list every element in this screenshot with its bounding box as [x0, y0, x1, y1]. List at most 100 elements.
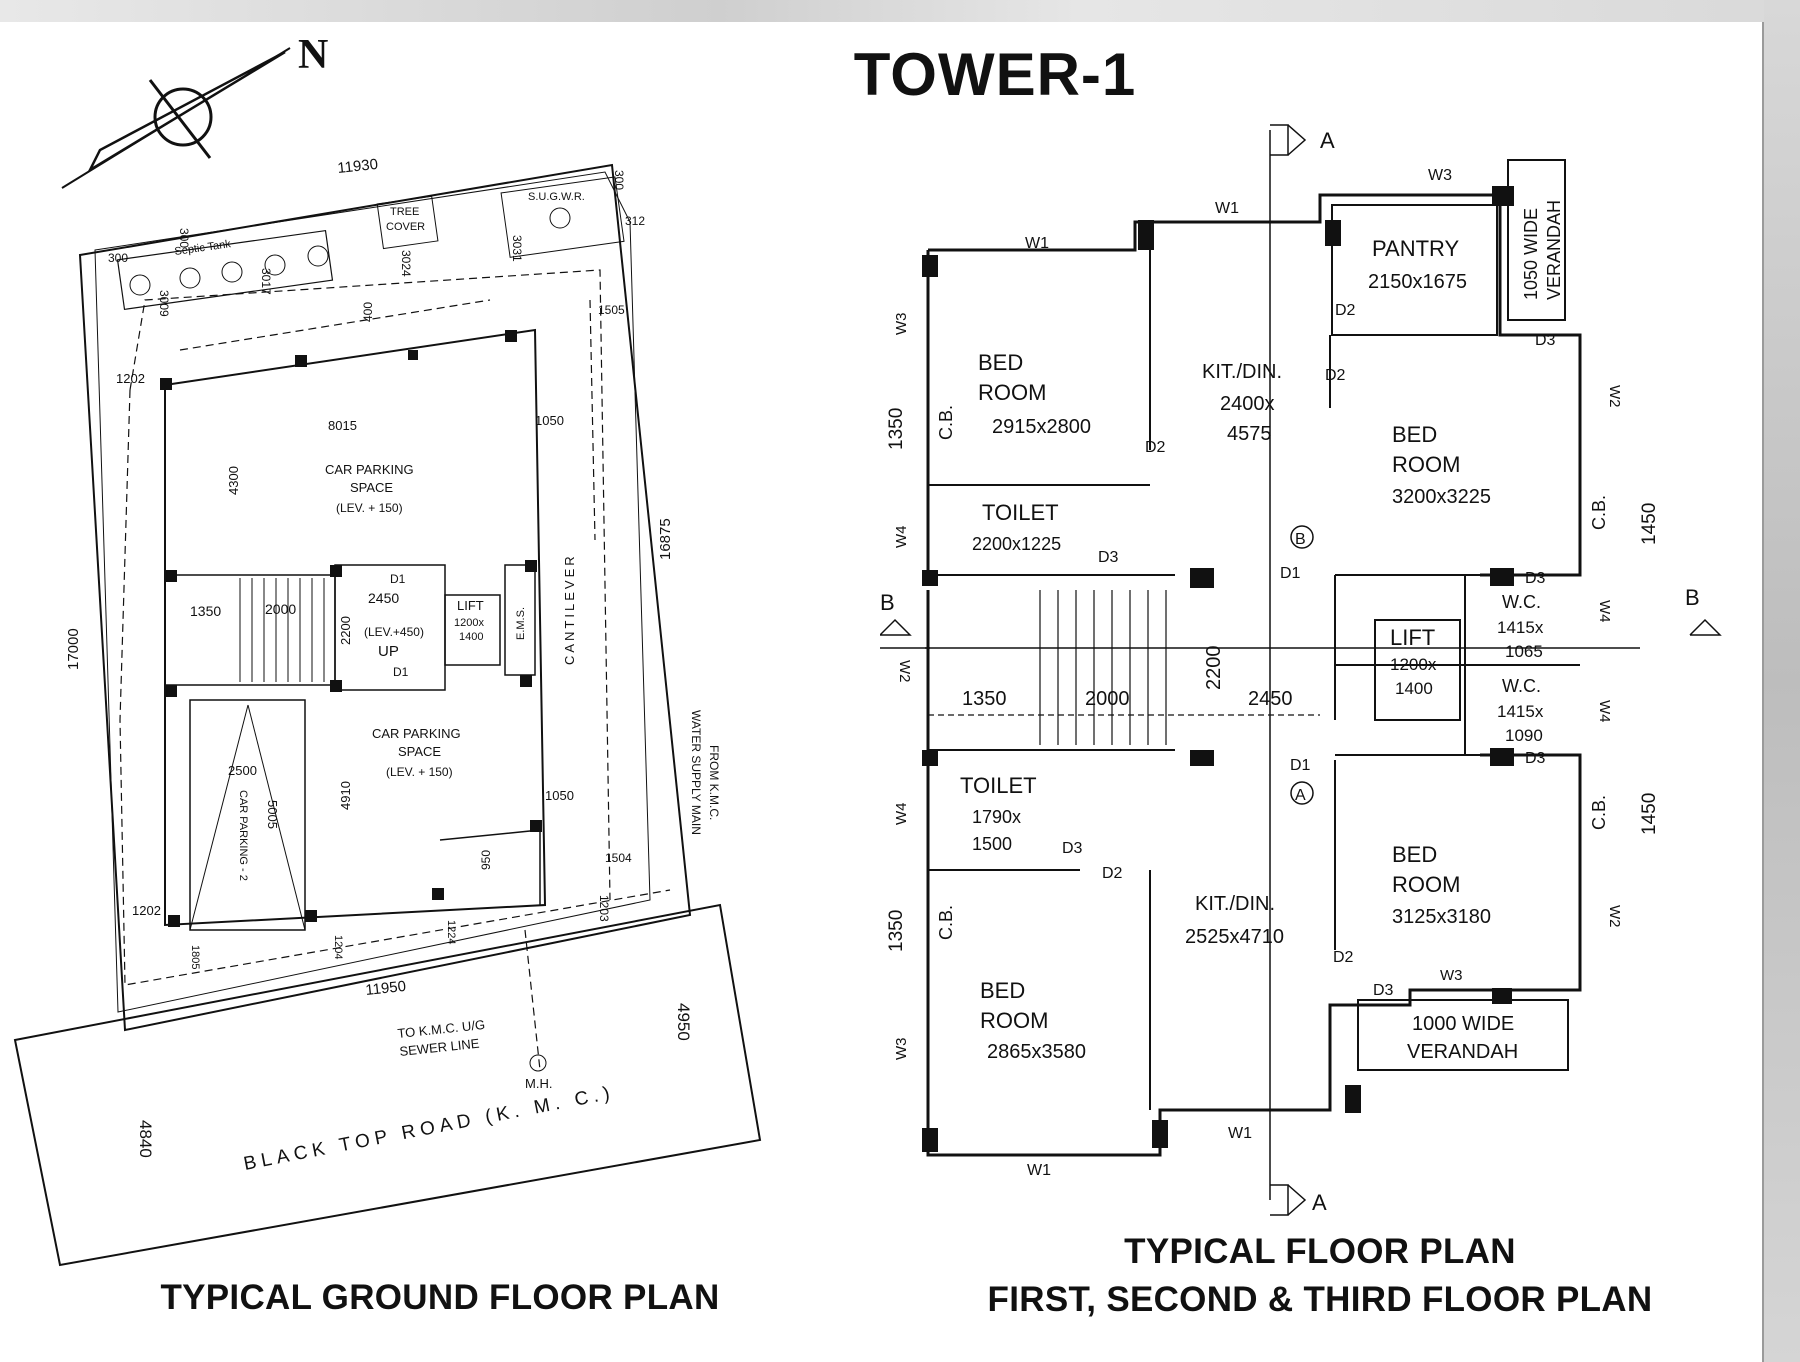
svg-text:1350: 1350 [886, 408, 907, 450]
svg-text:1415x: 1415x [1497, 702, 1544, 721]
svg-text:(LEV. + 150): (LEV. + 150) [386, 765, 453, 779]
caption-typical-floor: TYPICAL FLOOR PLAN [1124, 1232, 1516, 1271]
svg-text:2450: 2450 [368, 590, 399, 606]
svg-text:8015: 8015 [328, 418, 357, 433]
svg-text:W1: W1 [1025, 235, 1049, 252]
typical-floor-plan: A A B B B A BED ROOM 2915x2800 KIT./DIN.… [880, 124, 1722, 1216]
svg-text:C.B.: C.B. [1589, 495, 1609, 530]
svg-text:W4: W4 [1596, 600, 1613, 623]
caption-typical-floors-list: FIRST, SECOND & THIRD FLOOR PLAN [987, 1280, 1653, 1319]
svg-text:CANTILEVER: CANTILEVER [562, 553, 577, 665]
svg-text:2000: 2000 [265, 601, 296, 617]
svg-text:1350: 1350 [190, 603, 221, 619]
svg-text:VERANDAH: VERANDAH [1544, 200, 1564, 300]
svg-text:W3: W3 [893, 1038, 910, 1061]
svg-text:4840: 4840 [136, 1120, 155, 1158]
svg-text:W1: W1 [1228, 1125, 1252, 1142]
svg-text:ROOM: ROOM [978, 380, 1046, 405]
sheet-title: TOWER-1 [853, 41, 1137, 108]
svg-text:2865x3580: 2865x3580 [987, 1041, 1086, 1063]
svg-text:1090: 1090 [1505, 726, 1543, 745]
svg-text:C.B.: C.B. [936, 905, 956, 940]
svg-text:BED: BED [1392, 422, 1437, 447]
svg-text:W4: W4 [893, 803, 910, 826]
svg-text:3031: 3031 [510, 235, 524, 262]
svg-text:C.B.: C.B. [936, 405, 956, 440]
svg-text:PANTRY: PANTRY [1372, 236, 1460, 261]
svg-text:BED: BED [978, 350, 1023, 375]
svg-text:D3: D3 [1373, 982, 1394, 999]
svg-text:FROM K.M.C.: FROM K.M.C. [707, 745, 721, 820]
svg-text:BED: BED [980, 978, 1025, 1003]
svg-text:W.C.: W.C. [1502, 592, 1541, 612]
svg-text:2400x: 2400x [1220, 393, 1275, 415]
svg-text:1415x: 1415x [1497, 618, 1544, 637]
tree-cover: TREE COVER [376, 195, 439, 250]
svg-text:D2: D2 [1333, 949, 1354, 966]
svg-text:A: A [1320, 128, 1335, 153]
svg-text:W1: W1 [1215, 200, 1239, 217]
svg-text:1202: 1202 [116, 371, 145, 386]
svg-text:4575: 4575 [1227, 423, 1272, 445]
svg-text:1790x: 1790x [972, 807, 1021, 827]
svg-text:1400: 1400 [459, 631, 483, 643]
plot-boundary [78, 163, 692, 1032]
road-label: BLACK TOP ROAD (K. M. C.) [242, 1082, 616, 1175]
north-label: N [298, 32, 328, 78]
ground-floor-plan: N Septic Tank TREE COVER S.U.G.W.R. [13, 32, 762, 1267]
svg-text:A: A [1312, 1190, 1327, 1215]
svg-text:D2: D2 [1102, 865, 1123, 882]
sheet-border [1762, 22, 1764, 1362]
svg-text:1450: 1450 [1639, 793, 1660, 835]
typical-walls [926, 159, 1582, 1157]
svg-text:950: 950 [479, 850, 493, 870]
svg-text:ROOM: ROOM [1392, 452, 1460, 477]
svg-text:5005: 5005 [265, 800, 280, 829]
svg-text:C.B.: C.B. [1589, 795, 1609, 830]
svg-text:D3: D3 [1098, 549, 1119, 566]
svg-text:312: 312 [625, 214, 645, 228]
svg-text:1000 WIDE: 1000 WIDE [1412, 1013, 1514, 1035]
svg-text:VERANDAH: VERANDAH [1407, 1041, 1518, 1063]
svg-text:M.H.: M.H. [525, 1076, 552, 1091]
svg-text:(LEV. + 150): (LEV. + 150) [336, 501, 403, 515]
svg-text:KIT./DIN.: KIT./DIN. [1195, 893, 1275, 915]
svg-text:300: 300 [108, 251, 128, 265]
svg-text:B: B [1685, 585, 1700, 610]
svg-text:COVER: COVER [386, 221, 425, 233]
svg-text:ROOM: ROOM [1392, 872, 1460, 897]
svg-text:2200x1225: 2200x1225 [972, 534, 1061, 554]
svg-text:D2: D2 [1145, 439, 1166, 456]
svg-text:3009: 3009 [157, 290, 171, 317]
svg-text:A: A [1295, 787, 1306, 804]
typical-labels: A A B B B A BED ROOM 2915x2800 KIT./DIN.… [880, 128, 1700, 1215]
svg-text:D1: D1 [1290, 757, 1311, 774]
road: BLACK TOP ROAD (K. M. C.) 4840 4950 [13, 903, 762, 1267]
svg-text:1500: 1500 [972, 834, 1012, 854]
svg-text:1400: 1400 [1395, 679, 1433, 698]
svg-text:1350: 1350 [962, 688, 1007, 710]
svg-text:E.M.S.: E.M.S. [515, 607, 527, 640]
svg-text:B: B [880, 590, 895, 615]
svg-text:D3: D3 [1525, 570, 1546, 587]
svg-text:1224: 1224 [445, 920, 457, 944]
svg-text:TOILET: TOILET [960, 773, 1037, 798]
caption-ground-floor: TYPICAL GROUND FLOOR PLAN [160, 1278, 720, 1317]
svg-text:CAR PARKING - 2: CAR PARKING - 2 [237, 790, 249, 881]
ground-stair [239, 578, 325, 682]
svg-text:D1: D1 [390, 572, 406, 586]
section-lines [880, 124, 1722, 1216]
svg-text:2525x4710: 2525x4710 [1185, 926, 1284, 948]
svg-text:16875: 16875 [657, 518, 674, 560]
svg-text:D2: D2 [1325, 367, 1346, 384]
svg-text:D3: D3 [1525, 750, 1546, 767]
svg-text:CAR PARKING: CAR PARKING [372, 726, 461, 741]
svg-text:1505: 1505 [598, 303, 625, 317]
svg-text:300: 300 [177, 228, 191, 248]
svg-text:W2: W2 [1606, 385, 1623, 408]
drain-lines [119, 269, 671, 1071]
svg-text:4300: 4300 [226, 466, 241, 495]
svg-text:1202: 1202 [132, 903, 161, 918]
svg-text:SPACE: SPACE [398, 744, 441, 759]
